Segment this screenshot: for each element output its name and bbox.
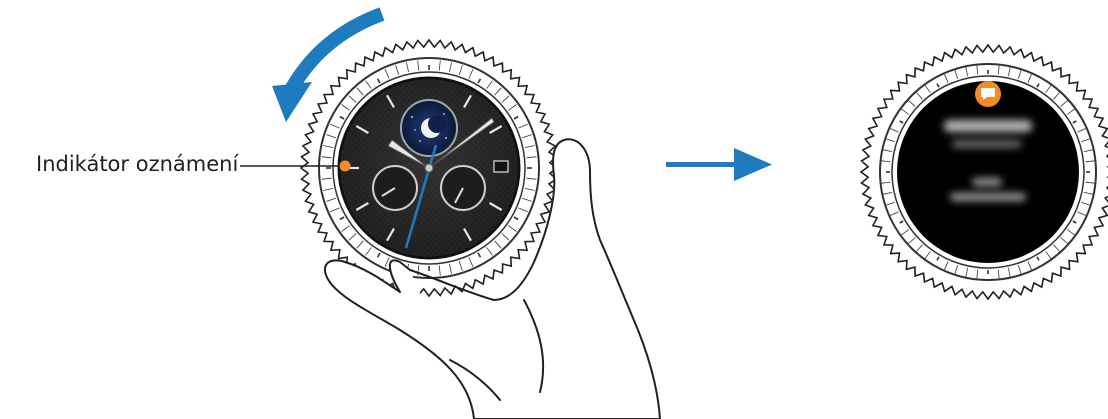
message-bubble-icon — [975, 81, 1001, 107]
left-watch — [301, 40, 557, 296]
date-window — [494, 161, 508, 172]
right-watch — [861, 45, 1108, 299]
right-arrow-icon — [666, 148, 772, 181]
right-watch-screen — [897, 81, 1079, 263]
right-subdial — [441, 166, 485, 210]
notification-indicator-dot — [340, 161, 351, 172]
moon-phase-subdial — [401, 100, 457, 156]
left-subdial — [373, 166, 417, 210]
